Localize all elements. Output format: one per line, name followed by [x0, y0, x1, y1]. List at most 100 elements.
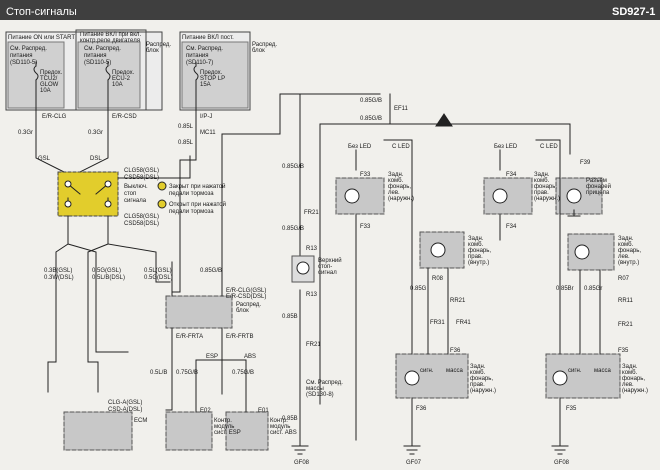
relay-inner-text: питания: [84, 53, 107, 59]
fuse-a-label: Предох.: [40, 70, 63, 76]
lamp-label: Задн.: [468, 236, 484, 242]
wire-label: DSL: [90, 156, 102, 162]
power-const-side: Распред.: [252, 42, 277, 48]
connector-label: F34: [506, 224, 517, 230]
ecm-pin: CSD-A(DSL): [108, 407, 142, 413]
junction-label: блок: [236, 308, 249, 314]
connector-label: R07: [618, 276, 630, 282]
wire-label: 0.85G/B: [200, 268, 222, 274]
power-on-title: Питание ON или START: [8, 35, 75, 41]
wire-label: 0.85G: [410, 286, 427, 292]
wire-label: 0.3W(DSL): [44, 275, 74, 281]
lamp-pin: сигн.: [568, 368, 582, 374]
lamp-label: (внутр.): [618, 260, 639, 266]
wire-label: 0.3B(GSL): [44, 268, 72, 274]
relay-power-title2: контр.реле двигателя: [80, 38, 140, 44]
switch-pin: CLG58(GSL): [124, 168, 159, 174]
wire-label: 0.5L/B: [150, 370, 167, 376]
connector-label: F33: [360, 224, 371, 230]
lamp-pin: масса: [594, 368, 611, 374]
connector-label: R13: [306, 292, 318, 298]
connector-label: FR21: [618, 322, 633, 328]
connector-label: F35: [618, 348, 629, 354]
labels: Питание ON или START Питание ВКЛ при вкл…: [8, 32, 648, 466]
fuse-a-label: TCU2/: [40, 76, 58, 82]
esp-module-label: Контр.: [214, 418, 232, 424]
variant-label: Без LED: [348, 144, 372, 150]
connector-label: R08: [432, 276, 444, 282]
wire-label: MC11: [200, 130, 216, 136]
wire-label: 0.5L/B(DSL): [92, 275, 125, 281]
abs-module-label: модуль: [270, 424, 290, 430]
wire-label: 0.85Br: [556, 286, 574, 292]
power-on-side: Распред.: [146, 42, 171, 48]
power-on-inner-text: (SD110-5): [10, 60, 37, 66]
lamp-label: фонарь,: [470, 376, 493, 382]
ground-ref: массы: [306, 386, 324, 392]
lamp-label: Задн.: [388, 172, 404, 178]
connector-label: EF11: [394, 106, 409, 112]
connector-label: R13: [306, 246, 318, 252]
lamp-label: лев.: [618, 254, 630, 260]
connector-label: RR21: [450, 298, 466, 304]
power-on-inner-text: См. Распред.: [10, 46, 47, 52]
abs-module-label: Контр.: [270, 418, 288, 424]
diagram-code: SD927-1: [612, 6, 655, 18]
lamp-label: Задн.: [470, 364, 486, 370]
connector-label: F39: [580, 160, 591, 166]
lamp-label: Задн.: [618, 236, 634, 242]
wire-label: I/P-J: [200, 114, 212, 120]
trailer-label: фонарей: [586, 183, 611, 190]
wire-label: 0.85B: [282, 416, 298, 422]
connector-label: E02: [200, 408, 211, 414]
top-stop-label: Верхний: [318, 257, 342, 264]
lamp-label: прав.: [470, 382, 485, 388]
connector-label: F36: [416, 406, 427, 412]
power-const-fuse: 15A: [200, 82, 211, 88]
relay-inner-text: См. Распред.: [84, 46, 121, 52]
abs-tag: ABS: [244, 354, 256, 360]
switch-legend: педали тормоза: [169, 209, 214, 215]
lamp-rl-outer: [335, 177, 385, 215]
wire-label: 0.75G/B: [176, 370, 198, 376]
ecm-box: [63, 411, 133, 451]
wire-label: 0.85L: [178, 140, 194, 146]
lamp-label: комб.: [622, 370, 638, 376]
fuse-b-label: ECU-2: [112, 76, 131, 82]
relay-inner-text: (SD110-5): [84, 60, 111, 66]
relay-power-title: Питание ВКЛ при вкл.: [80, 32, 141, 38]
ground-label: GF08: [554, 460, 570, 466]
lamp-label: Задн.: [534, 172, 550, 178]
connector-label: FR31: [430, 320, 445, 326]
lamp-pin: сигн.: [420, 368, 434, 374]
top-stop-label: сигнал: [318, 270, 337, 276]
lamp-label: (наружн.): [470, 388, 496, 394]
lamp-label: Задн.: [622, 364, 638, 370]
lamp-rr-outer: [483, 177, 533, 215]
connector-label: F36: [450, 348, 461, 354]
wire-label: E/R-FRTA: [176, 334, 203, 340]
variant-label: С LED: [392, 144, 410, 150]
lamp-label: комб.: [618, 242, 634, 248]
lamp-pin: масса: [446, 368, 463, 374]
lamp-label: (наружн.): [534, 196, 560, 202]
trailer-label: Разъем: [586, 178, 607, 184]
wire-label: 0.3Gr: [18, 130, 33, 136]
wire-label: E/R-FRTB: [226, 334, 254, 340]
lamp-label: прав.: [468, 254, 483, 260]
ecm-label: ECM: [134, 418, 147, 424]
wire-label: 0.5L(GSL): [144, 268, 172, 274]
power-const-side: блок: [252, 48, 265, 54]
wire-label: E/R-CSD: [112, 114, 137, 120]
wires: [5, 29, 621, 455]
lamp-label: фонарь,: [468, 248, 491, 254]
lamp-label: (внутр.): [468, 260, 489, 266]
power-const-inner: питания: [186, 53, 209, 59]
ground-label: GF08: [294, 460, 310, 466]
lamp-label: комб.: [470, 370, 486, 376]
junction-label: E/R-CLG(GSL): [226, 288, 266, 294]
wire-label: 0.85L: [178, 124, 194, 130]
wire-label: 0.85G/B: [360, 116, 382, 122]
lamp-label: лев.: [622, 382, 634, 388]
switch-label: стоп: [124, 191, 136, 197]
